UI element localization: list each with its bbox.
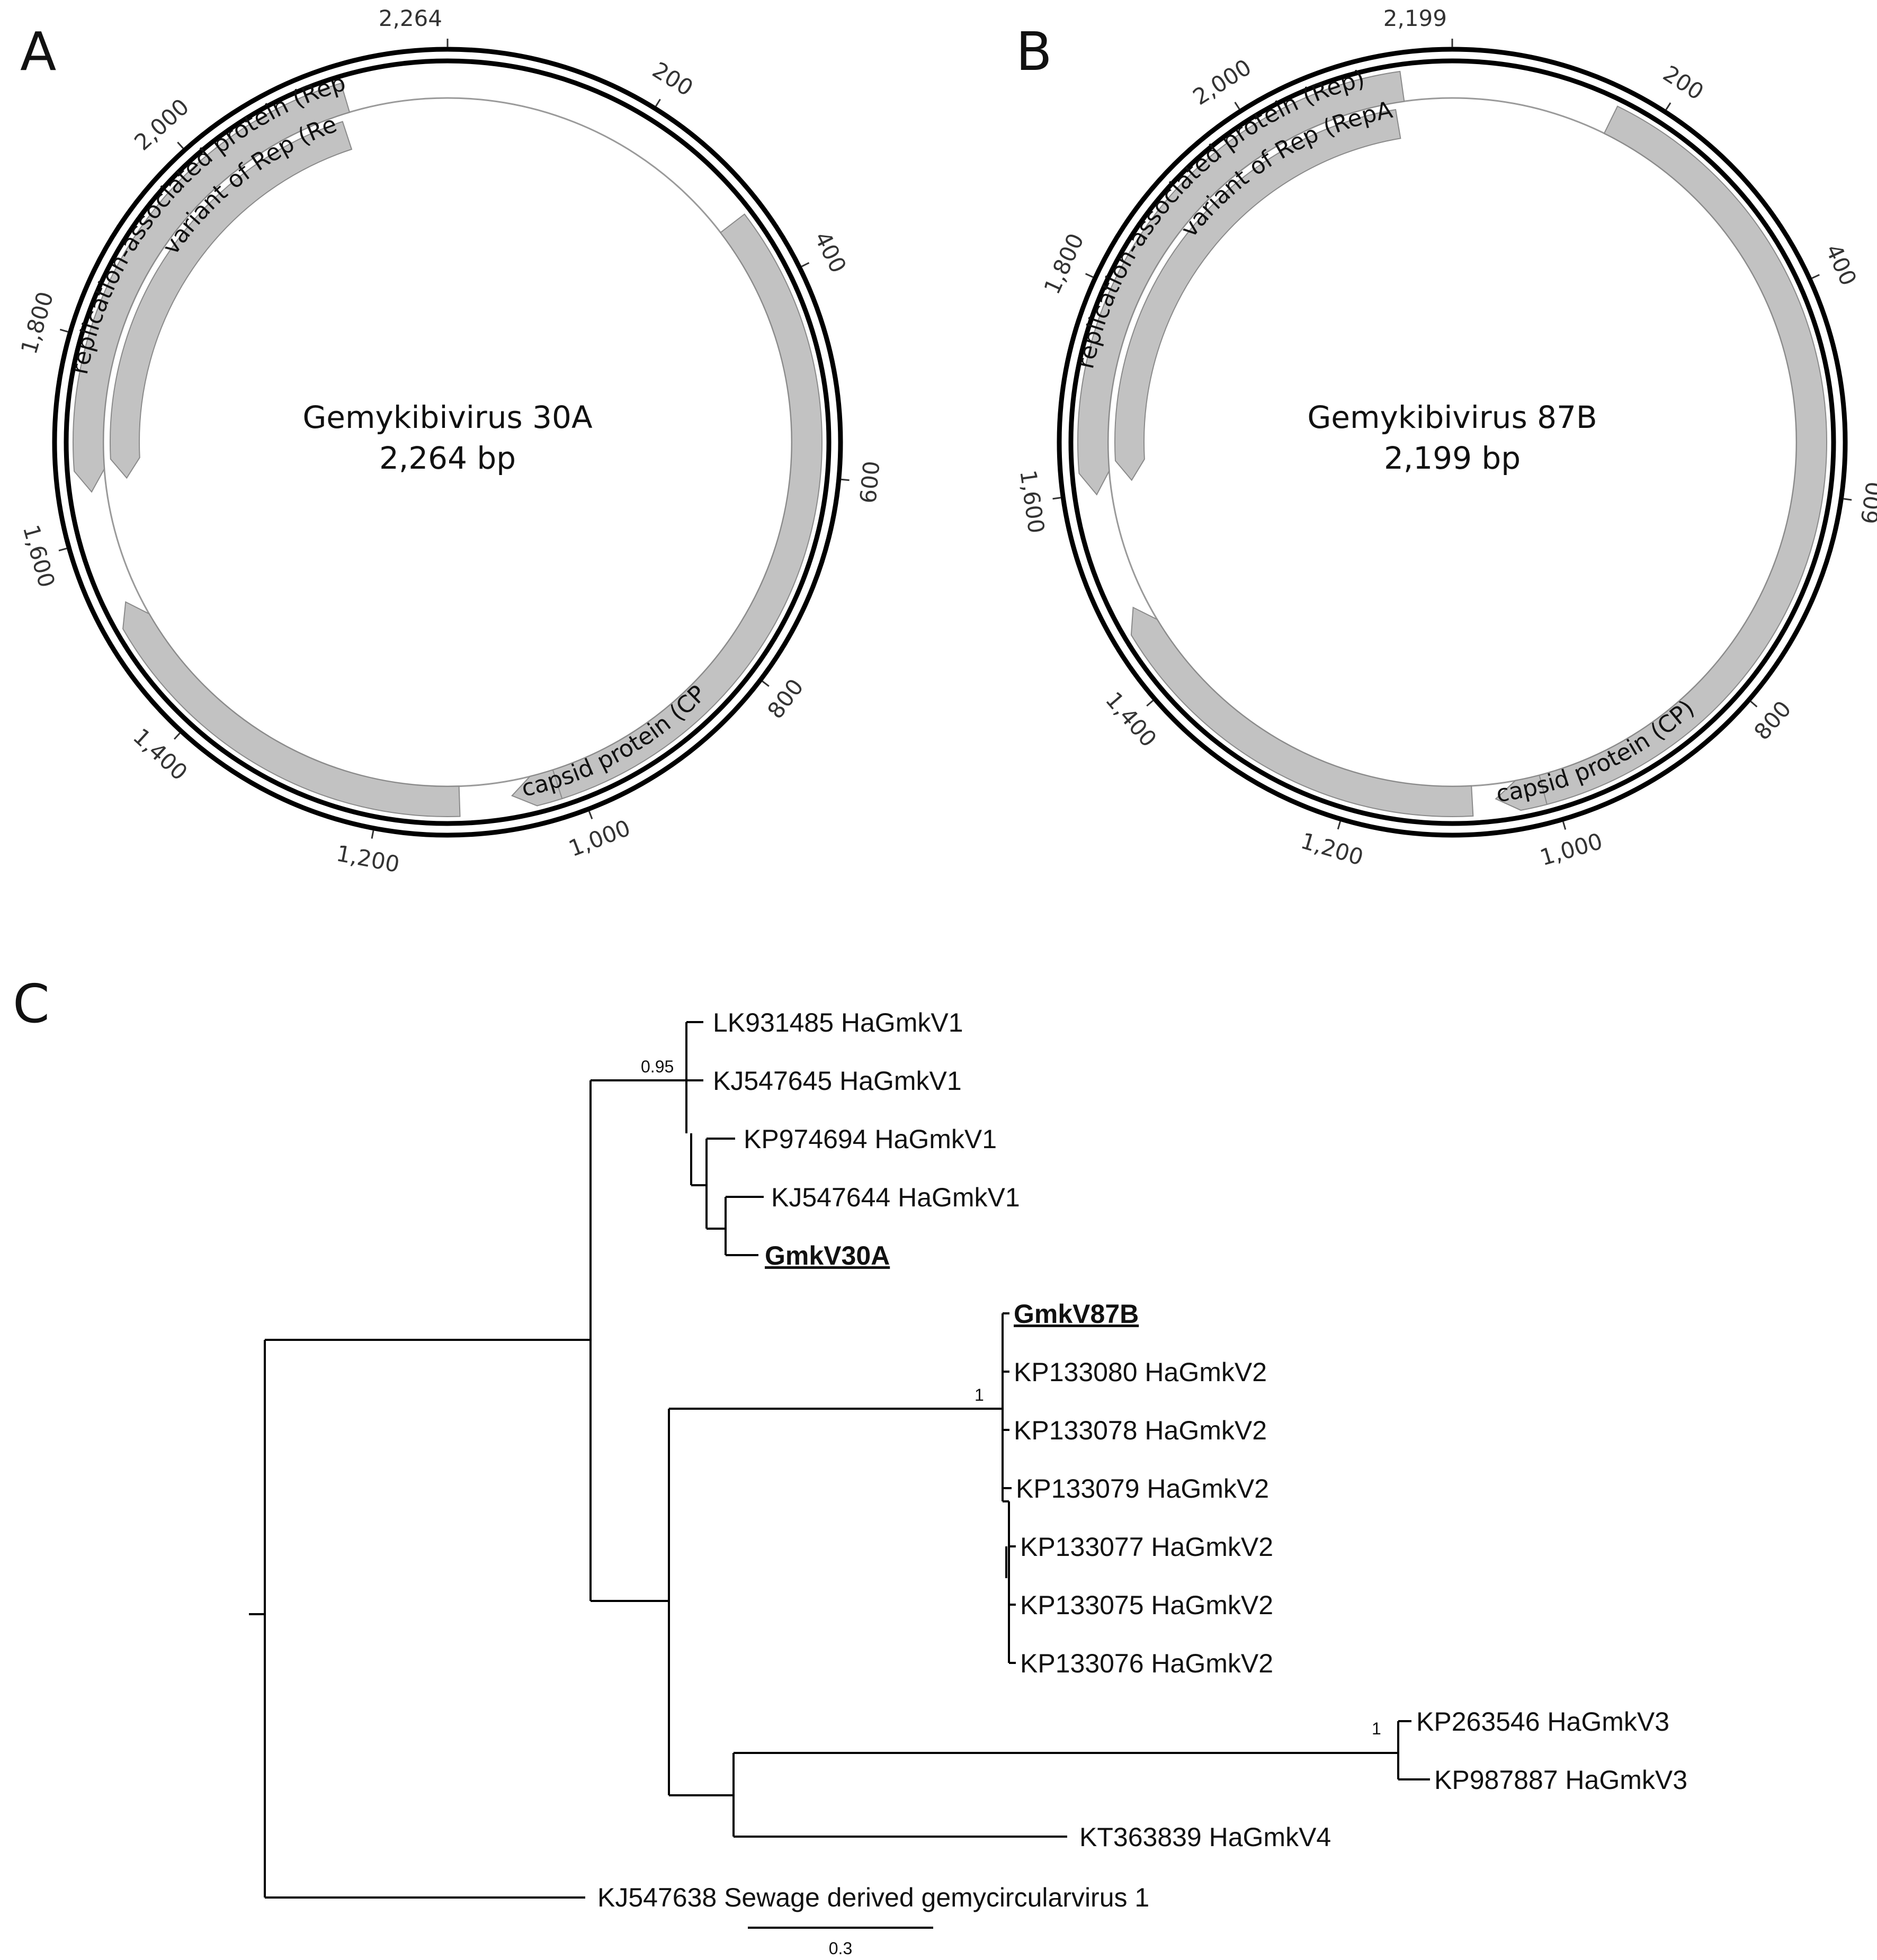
a-tick-5 — [371, 830, 374, 839]
b-feature-0 — [1077, 70, 1405, 496]
tip-kt363839: KT363839 HaGmkV4 — [1079, 1822, 1331, 1852]
tip-lk931485: LK931485 HaGmkV1 — [713, 1008, 963, 1037]
tip-kp133076: KP133076 HaGmkV2 — [1020, 1649, 1273, 1678]
b-tick-2 — [1843, 498, 1852, 501]
scale-bar-label: 0.3 — [829, 1939, 852, 1958]
a-tick-label-3: 800 — [762, 674, 809, 723]
a-feature-3 — [511, 769, 563, 807]
b-tick-label-5: 1,200 — [1298, 828, 1366, 871]
tip-kp133079: KP133079 HaGmkV2 — [1016, 1474, 1269, 1503]
b-tick-label-0: 200 — [1659, 60, 1709, 105]
tip-kp263546: KP263546 HaGmkV3 — [1416, 1707, 1669, 1737]
b-backbone-outer — [1057, 47, 1848, 838]
tip-kj547645: KJ547645 HaGmkV1 — [713, 1066, 962, 1096]
a-backbone-outer — [52, 47, 843, 838]
genome-map-a: replication-associated protein (Rep)vari… — [0, 0, 885, 878]
a-feature-0 — [73, 83, 351, 493]
b-tick-5 — [1337, 821, 1342, 830]
tip-gmkv87b: GmkV87B — [1014, 1299, 1139, 1329]
b-tick-label-2: 600 — [1856, 480, 1877, 525]
a-tick-label-2: 600 — [855, 460, 884, 504]
b-feature-3 — [1495, 774, 1548, 811]
tip-kp133075: KP133075 HaGmkV2 — [1020, 1590, 1273, 1620]
support-hagmkv1: 0.95 — [641, 1057, 674, 1076]
genome-size-b: 2,199 bp — [1384, 440, 1521, 476]
a-tick-4 — [588, 810, 593, 819]
tip-kp133080: KP133080 HaGmkV2 — [1014, 1357, 1267, 1387]
b-origin-label: 2,199 — [1383, 5, 1447, 31]
a-tick-label-0: 200 — [648, 57, 698, 101]
b-tick-4 — [1562, 821, 1567, 830]
b-tick-label-1: 400 — [1820, 240, 1862, 290]
b-tick-1 — [1811, 274, 1820, 279]
a-tick-label-7: 1,600 — [18, 522, 60, 590]
tip-kp974694: KP974694 HaGmkV1 — [744, 1124, 997, 1154]
b-tick-7 — [1052, 497, 1061, 500]
a-tick-6 — [173, 732, 181, 740]
b-tick-6 — [1146, 700, 1154, 707]
b-tick-label-9: 2,000 — [1188, 54, 1256, 110]
tip-kj547638: KJ547638 Sewage derived gemycircularviru… — [597, 1883, 1149, 1912]
a-tick-1 — [801, 262, 810, 267]
a-tick-3 — [762, 680, 770, 687]
b-feature-4 — [1130, 606, 1474, 817]
b-feature-label-3: capsid protein (CP) — [1495, 695, 1700, 808]
a-backbone-inner — [64, 58, 832, 826]
b-tick-9 — [1234, 102, 1240, 110]
a-feature-1 — [110, 121, 353, 479]
a-feature-4 — [122, 601, 461, 817]
b-backbone-inner — [1068, 58, 1836, 826]
a-tick-label-5: 1,200 — [334, 840, 401, 878]
tip-kp987887: KP987887 HaGmkV3 — [1434, 1765, 1687, 1795]
a-tick-9 — [177, 141, 184, 149]
a-tick-label-4: 1,000 — [565, 815, 634, 862]
b-tick-3 — [1750, 700, 1758, 708]
support-hagmkv3: 1 — [1372, 1719, 1381, 1738]
tip-kp133078: KP133078 HaGmkV2 — [1014, 1416, 1267, 1445]
tip-gmkv30a: GmkV30A — [765, 1241, 890, 1270]
b-tick-label-3: 800 — [1749, 696, 1796, 745]
panel-c: C — [13, 973, 1687, 1958]
b-tick-label-7: 1,600 — [1015, 468, 1049, 535]
panel-letter-c: C — [13, 973, 50, 1035]
support-hagmkv2: 1 — [975, 1385, 984, 1404]
panel-a: A replication-associated protein (Rep)va… — [0, 0, 885, 878]
a-tick-0 — [655, 99, 661, 107]
a-tick-label-9: 2,000 — [129, 94, 194, 156]
genome-name-a: Gemykibivirus 30A — [302, 399, 593, 435]
b-tick-label-4: 1,000 — [1537, 828, 1605, 871]
b-tick-0 — [1665, 102, 1672, 111]
b-feature-1 — [1114, 109, 1401, 481]
tip-kj547644: KJ547644 HaGmkV1 — [771, 1183, 1020, 1212]
a-origin-label: 2,264 — [379, 5, 442, 31]
b-tick-label-8: 1,800 — [1039, 229, 1089, 298]
a-tick-7 — [58, 547, 67, 552]
a-tick-2 — [841, 478, 850, 481]
genome-name-b: Gemykibivirus 87B — [1307, 399, 1597, 435]
a-tick-label-8: 1,800 — [16, 289, 59, 357]
panel-letter-b: B — [1016, 21, 1052, 83]
tip-kp133077: KP133077 HaGmkV2 — [1020, 1532, 1273, 1562]
a-tick-label-1: 400 — [809, 227, 852, 277]
panel-letter-a: A — [20, 21, 56, 83]
b-tick-8 — [1085, 273, 1094, 278]
a-tick-8 — [59, 328, 69, 333]
genome-size-a: 2,264 bp — [379, 440, 516, 476]
